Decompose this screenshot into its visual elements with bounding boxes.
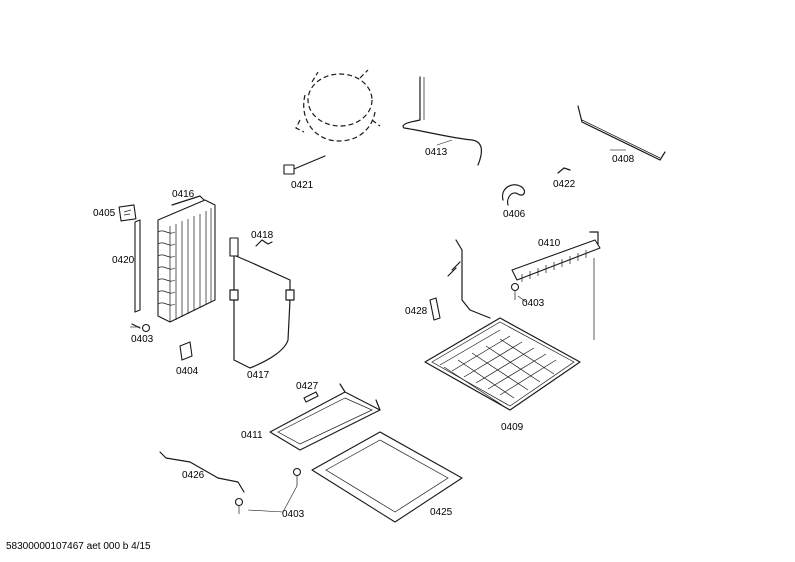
label-0404: 0404 [176, 366, 199, 377]
part-0409-leads [447, 239, 491, 319]
document-id: 58300000107467 aet 000 b 4/15 [6, 541, 151, 552]
label-0413: 0413 [425, 147, 448, 158]
part-0413-tube [402, 76, 482, 166]
part-0421-connector [283, 155, 326, 175]
part-0427-block [303, 391, 319, 403]
label-0405: 0405 [93, 208, 116, 219]
compressor-outline [295, 69, 381, 142]
label-0411: 0411 [241, 430, 263, 441]
part-0420-strip [134, 219, 141, 313]
part-0403-screw-left [131, 323, 151, 333]
label-0420: 0420 [112, 255, 135, 266]
part-0405-plate [118, 204, 137, 222]
part-0408-rod [577, 105, 666, 161]
label-0403-right: 0403 [522, 298, 545, 309]
label-0427: 0427 [296, 381, 319, 392]
label-0403-bottom: 0403 [282, 509, 305, 520]
label-0418: 0418 [251, 230, 274, 241]
part-0406-hose [501, 184, 526, 206]
part-0403-screws-bottom [234, 467, 302, 514]
leader-lines [130, 139, 626, 513]
part-0418-clip [255, 239, 273, 247]
part-0403-screw-right [510, 282, 520, 300]
part-0411-tray [269, 383, 381, 451]
label-0417: 0417 [247, 370, 270, 381]
label-0408: 0408 [612, 154, 635, 165]
label-0406: 0406 [503, 209, 526, 220]
label-0421: 0421 [291, 180, 314, 191]
label-0428: 0428 [405, 306, 428, 317]
part-0422-clip [557, 167, 571, 174]
part-0417-heater-wire [229, 237, 295, 369]
label-0410: 0410 [538, 238, 561, 249]
label-0422: 0422 [553, 179, 576, 190]
label-0416: 0416 [172, 189, 195, 200]
part-0416-evaporator [157, 195, 216, 323]
part-0426-bracket [159, 451, 245, 493]
part-0409-heater-grid [424, 317, 581, 411]
part-0428-sleeve [429, 297, 441, 321]
part-0404-bracket [179, 341, 193, 361]
part-0410-rail [511, 231, 601, 340]
label-0425: 0425 [430, 507, 453, 518]
part-0425-drip-tray [311, 431, 463, 523]
label-0426: 0426 [182, 470, 205, 481]
label-0409: 0409 [501, 422, 524, 433]
label-0403-left: 0403 [131, 334, 154, 345]
